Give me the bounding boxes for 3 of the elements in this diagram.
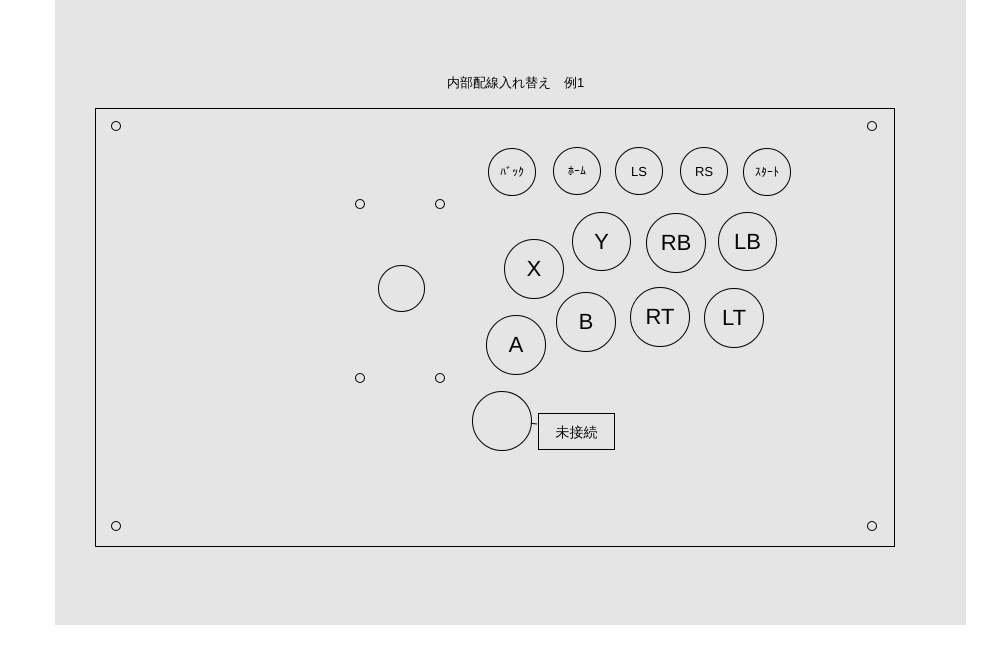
panel-outline [95,108,895,547]
title: 内部配線入れ替え 例1 [447,74,584,92]
callout-box: 未接続 [538,413,615,450]
